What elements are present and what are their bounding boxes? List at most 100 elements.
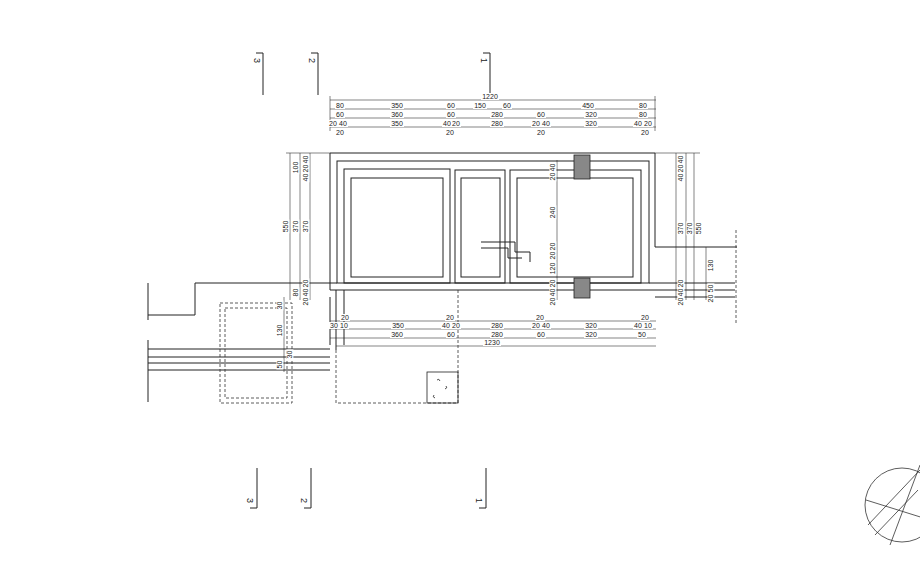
dimension-label: 40	[677, 287, 684, 297]
dimension-label: 350	[391, 322, 405, 329]
dimension-label: 20	[677, 296, 684, 306]
dimension-label: 20	[640, 314, 650, 321]
dimension-label: 20	[549, 171, 556, 181]
manhole-symbol	[427, 372, 458, 403]
dimension-label: 30	[329, 322, 339, 329]
dimension-label: 20	[536, 129, 546, 136]
dimension-label: 40	[633, 120, 643, 127]
dimension-label: 20	[549, 241, 556, 251]
section-number: 1	[474, 496, 483, 503]
section-markers	[250, 53, 490, 508]
dimension-label: 60	[502, 102, 512, 109]
dimension-label: 100	[293, 160, 300, 174]
dimension-label: 370	[303, 219, 310, 233]
dimension-label: 350	[390, 102, 404, 109]
dimension-label: 150	[473, 102, 487, 109]
dimension-label: 10	[339, 322, 349, 329]
dimension-label: 320	[584, 322, 598, 329]
dimension-label: 40	[633, 322, 643, 329]
dimension-label: 60	[536, 111, 546, 118]
dimension-label: 40	[338, 120, 348, 127]
dashed-outlines	[220, 230, 736, 403]
dimension-label: 20	[640, 129, 650, 136]
dimension-label: 1230	[483, 339, 501, 346]
dimension-label: 20	[340, 314, 350, 321]
dimension-label: 20	[677, 163, 684, 173]
dimension-label: 40	[549, 162, 556, 172]
dimension-label: 30	[286, 349, 293, 359]
north-arrow	[865, 465, 920, 545]
dimension-label: 50	[707, 283, 714, 293]
dimension-label: 450	[581, 102, 595, 109]
dimension-label: 1220	[481, 93, 499, 100]
dimension-label: 40	[441, 322, 451, 329]
section-number: 3	[252, 56, 261, 63]
foundation-walls	[148, 153, 737, 402]
dimension-label: 20	[707, 293, 714, 303]
dimension-label: 80	[638, 111, 648, 118]
column-block	[574, 155, 590, 179]
dimension-label: 60	[335, 111, 345, 118]
dimension-label: 320	[584, 120, 598, 127]
dimension-label: 370	[687, 221, 694, 235]
dimension-label: 60	[536, 331, 546, 338]
dimension-label: 370	[678, 221, 685, 235]
dimension-label: 20	[302, 278, 309, 288]
dimension-label: 120	[550, 261, 557, 275]
dimension-label: 20	[451, 322, 461, 329]
section-number: 2	[307, 56, 316, 63]
dimension-label: 20	[549, 296, 556, 306]
dimension-label: 40	[302, 287, 309, 297]
dimension-label: 50	[637, 331, 647, 338]
dimension-label: 20	[302, 163, 309, 173]
dimension-label: 360	[390, 331, 404, 338]
dimension-label: 20	[328, 120, 338, 127]
dimension-label: 370	[293, 219, 300, 233]
dimension-label: 80	[638, 102, 648, 109]
dimension-label: 350	[390, 120, 404, 127]
dimension-label: 20	[535, 314, 545, 321]
dimension-label: 10	[643, 322, 653, 329]
dimension-label: 40	[541, 322, 551, 329]
dimension-label: 20	[531, 322, 541, 329]
dimension-label: 40	[302, 154, 309, 164]
dimension-label: 20	[451, 120, 461, 127]
dimension-label: 360	[390, 111, 404, 118]
dimension-label: 40	[677, 172, 684, 182]
dimension-label: 550	[283, 219, 290, 233]
section-number: 3	[245, 496, 254, 503]
dimension-label: 240	[550, 205, 557, 219]
dimension-label: 20	[445, 129, 455, 136]
dimension-lines	[284, 96, 706, 372]
dimension-label: 280	[490, 111, 504, 118]
section-number: 1	[479, 56, 488, 63]
dimension-label: 20	[643, 120, 653, 127]
dimension-label: 30	[276, 300, 283, 310]
dimension-label: 20	[445, 314, 455, 321]
dimension-label: 280	[490, 331, 504, 338]
dimension-label: 20	[549, 250, 556, 260]
dimension-label: 40	[549, 287, 556, 297]
dimension-label: 20	[549, 278, 556, 288]
dimension-label: 60	[446, 102, 456, 109]
dimension-label: 20	[335, 129, 345, 136]
dimension-label: 130	[277, 323, 284, 337]
dimension-label: 280	[490, 322, 504, 329]
dimension-label: 320	[584, 331, 598, 338]
dimension-label: 40	[677, 154, 684, 164]
dimension-label: 80	[292, 287, 299, 297]
dimension-label: 280	[490, 120, 504, 127]
dimension-label: 80	[335, 102, 345, 109]
dimension-label: 130	[708, 258, 715, 272]
dimension-label: 60	[446, 111, 456, 118]
column-block	[574, 278, 590, 298]
dimension-label: 50	[276, 359, 283, 369]
dimension-label: 40	[541, 120, 551, 127]
dimension-label: 40	[302, 172, 309, 182]
dimension-label: 320	[584, 111, 598, 118]
dimension-label: 60	[446, 331, 456, 338]
dimension-label: 20	[302, 296, 309, 306]
dimension-label: 20	[677, 278, 684, 288]
